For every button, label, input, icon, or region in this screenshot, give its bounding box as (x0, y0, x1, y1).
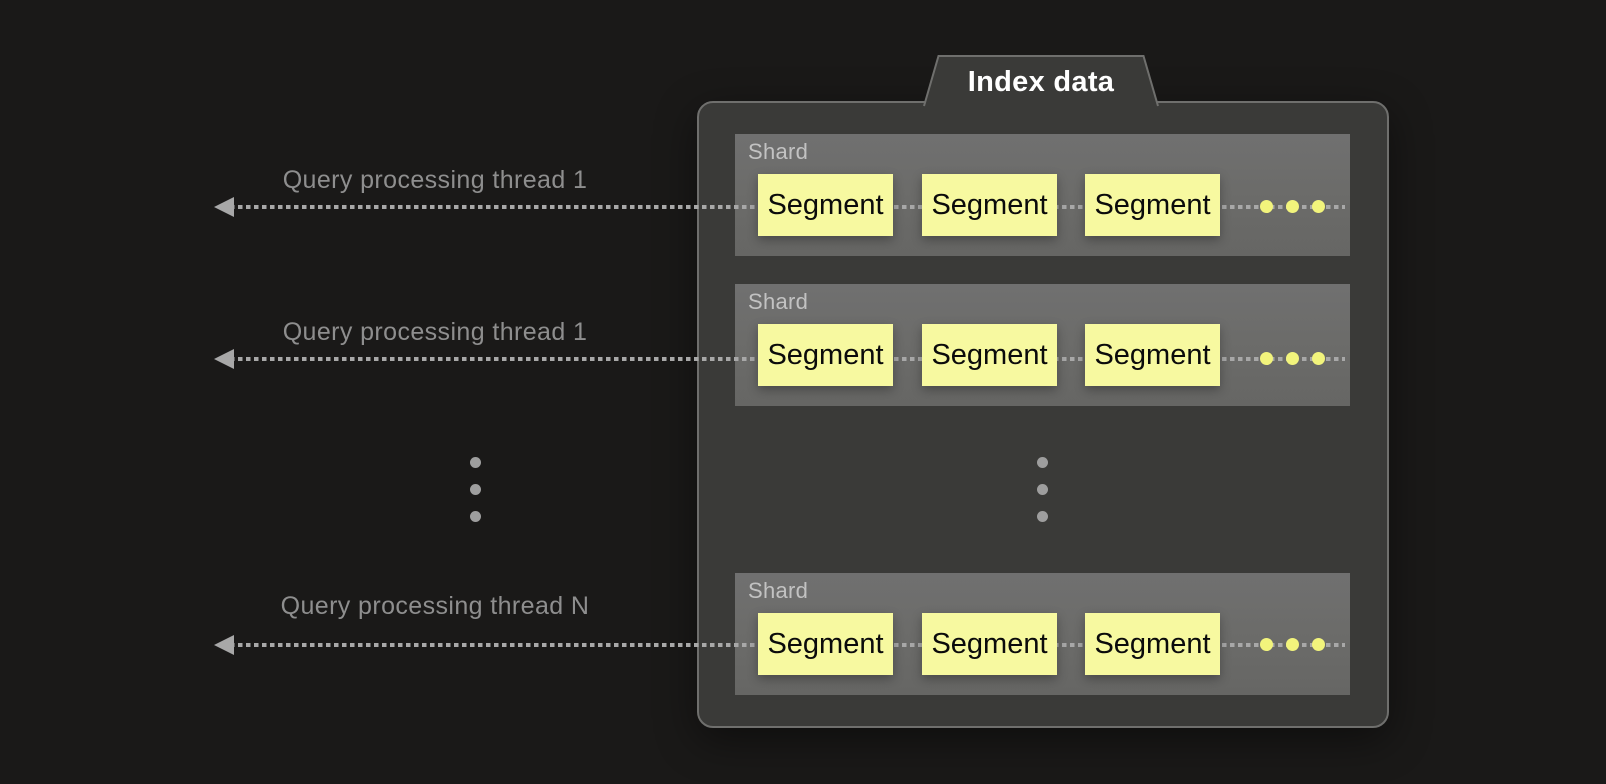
arrow-left-icon (214, 197, 234, 217)
shard-row: Shard Segment Segment Segment (735, 134, 1350, 256)
segment-box: Segment (922, 324, 1057, 386)
shard-label: Shard (748, 139, 809, 164)
ellipsis-dot (1037, 511, 1048, 522)
arrow-left-icon (214, 349, 234, 369)
horizontal-ellipsis-dot-icon (1312, 638, 1325, 651)
horizontal-ellipsis-dot-icon (1260, 200, 1273, 213)
segment-box: Segment (758, 324, 893, 386)
horizontal-ellipsis-dot-icon (1286, 352, 1299, 365)
segment-box: Segment (1085, 613, 1220, 675)
horizontal-ellipsis-dot-icon (1312, 352, 1325, 365)
tab-shape (923, 55, 1159, 107)
segment-box: Segment (922, 174, 1057, 236)
index-data-tab (923, 55, 1159, 107)
segment-box: Segment (758, 174, 893, 236)
shard-label: Shard (748, 289, 809, 314)
horizontal-ellipsis-dot-icon (1286, 200, 1299, 213)
shard-label: Shard (748, 578, 809, 603)
horizontal-ellipsis-dot-icon (1260, 352, 1273, 365)
ellipsis-dot (470, 484, 481, 495)
segment-box: Segment (1085, 174, 1220, 236)
ellipsis-dot (470, 457, 481, 468)
thread-label: Query processing thread 1 (282, 166, 588, 194)
thread-label: Query processing thread 1 (282, 318, 588, 346)
panel-title: Index data (967, 66, 1115, 98)
horizontal-ellipsis-dot-icon (1286, 638, 1299, 651)
segment-box: Segment (758, 613, 893, 675)
ellipsis-dot (1037, 457, 1048, 468)
ellipsis-dot (1037, 484, 1048, 495)
horizontal-ellipsis-dot-icon (1312, 200, 1325, 213)
shard-row: Shard Segment Segment Segment (735, 284, 1350, 406)
shard-row: Shard Segment Segment Segment (735, 573, 1350, 695)
horizontal-ellipsis-dot-icon (1260, 638, 1273, 651)
arrow-left-icon (214, 635, 234, 655)
segment-box: Segment (1085, 324, 1220, 386)
thread-label: Query processing thread N (280, 592, 590, 620)
ellipsis-dot (470, 511, 481, 522)
segment-box: Segment (922, 613, 1057, 675)
